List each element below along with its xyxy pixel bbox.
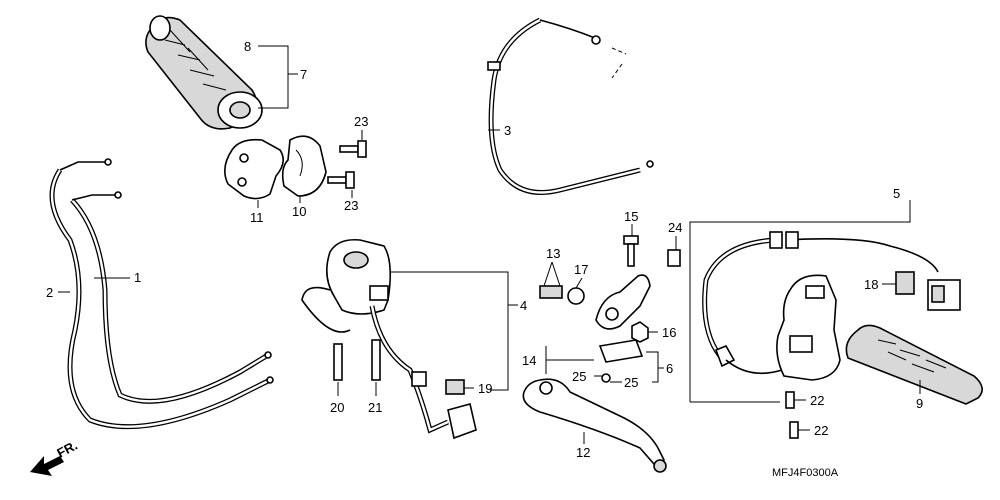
- throttle-cables: [49, 158, 274, 430]
- adjuster-13: [539, 285, 563, 299]
- callout-3: 3: [504, 123, 511, 138]
- callout-23-lower: 23: [344, 198, 358, 213]
- callout-14: 14: [522, 353, 536, 368]
- callout-25-right: 25: [624, 375, 638, 390]
- callout-6: 6: [666, 361, 673, 376]
- diagram-code: MFJ4F0300A: [772, 467, 839, 479]
- screw-23-upper: [339, 140, 367, 158]
- right-switch-housing: [702, 231, 939, 381]
- connector-plug: [927, 279, 961, 311]
- clutch-cable: [487, 17, 654, 195]
- callout-22-upper: 22: [810, 393, 824, 408]
- callout-1: 1: [134, 270, 141, 285]
- callout-19: 19: [478, 381, 492, 396]
- callout-13: 13: [546, 246, 560, 261]
- right-grip: [845, 324, 983, 405]
- callout-4: 4: [520, 298, 527, 313]
- callout-18: 18: [864, 277, 878, 292]
- nut-16: [631, 321, 649, 343]
- throttle-grip: [145, 15, 263, 130]
- callout-23-upper: 23: [354, 114, 368, 129]
- throttle-housing-upper: [224, 138, 284, 200]
- screw-22-lower: [789, 421, 799, 439]
- throttle-housing-lower: [281, 135, 327, 197]
- callout-25-left: 25: [572, 369, 586, 384]
- screw-20: [333, 343, 343, 381]
- connector-19: [445, 379, 465, 395]
- callout-12: 12: [576, 445, 590, 460]
- callout-8: 8: [244, 39, 251, 54]
- callout-22-lower: 22: [814, 423, 828, 438]
- callout-7: 7: [300, 67, 307, 82]
- switch-6: [598, 339, 644, 363]
- callout-16: 16: [662, 325, 676, 340]
- left-switch-housing: [301, 238, 477, 440]
- callout-9: 9: [916, 396, 923, 411]
- front-arrow: [30, 456, 64, 476]
- spring-17: [567, 287, 585, 305]
- screw-25: [601, 373, 611, 383]
- callout-10: 10: [292, 204, 306, 219]
- callout-2: 2: [46, 285, 53, 300]
- callout-20: 20: [330, 400, 344, 415]
- lever-bracket: [595, 274, 651, 330]
- callout-24: 24: [668, 220, 682, 235]
- bolt-24: [667, 249, 681, 267]
- callout-11: 11: [250, 210, 264, 225]
- connector-18: [895, 271, 915, 295]
- screw-22-upper: [785, 391, 795, 409]
- callout-5: 5: [893, 186, 900, 201]
- callout-15: 15: [624, 209, 638, 224]
- callout-21: 21: [368, 400, 382, 415]
- screw-21: [371, 339, 381, 381]
- callout-17: 17: [574, 262, 588, 277]
- bolt-15: [623, 235, 639, 267]
- clutch-lever: [522, 378, 667, 473]
- screw-23-lower: [327, 171, 355, 189]
